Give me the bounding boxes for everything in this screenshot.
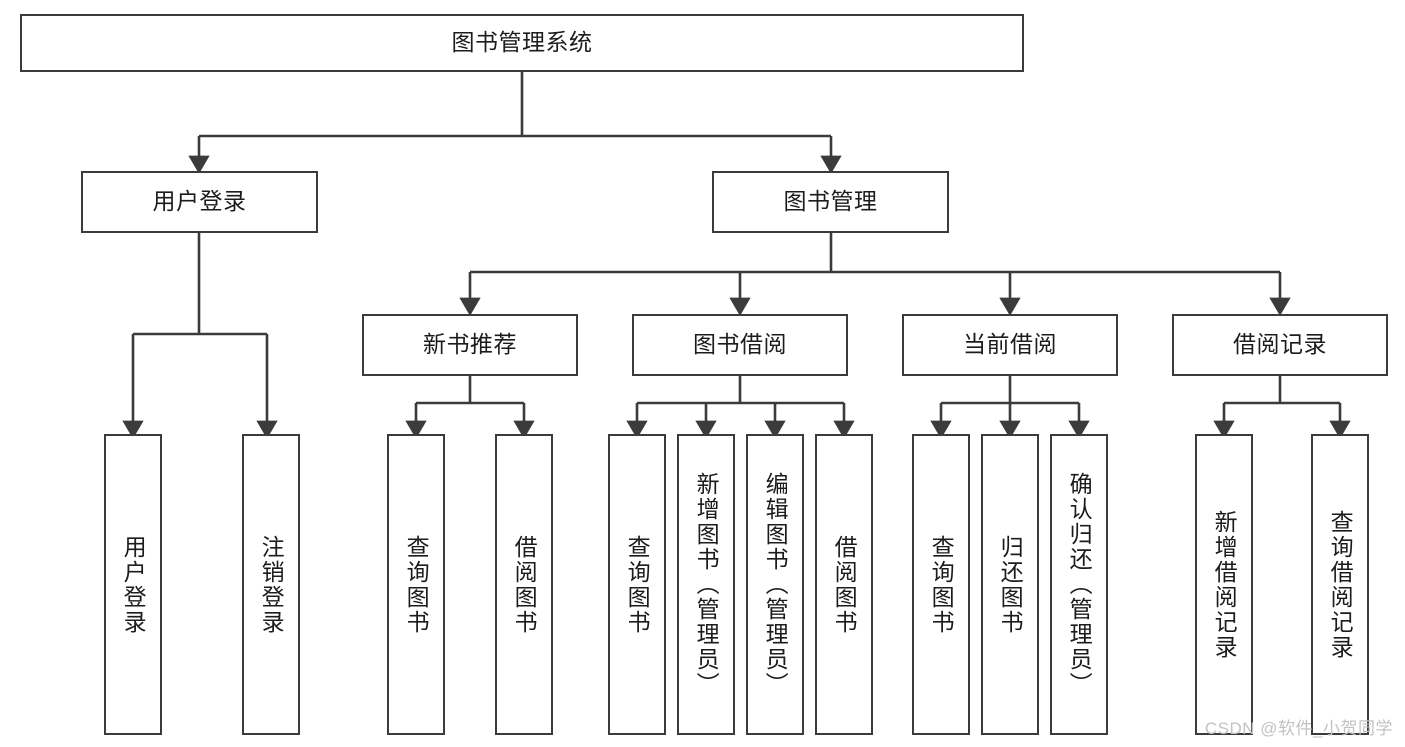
node-new-book-recommend-label: 新书推荐 xyxy=(423,331,517,358)
node-leaf-query-book-1-label: 查询图书 xyxy=(403,534,430,635)
node-user-login-label: 用户登录 xyxy=(152,188,247,215)
node-borrow-record[interactable]: 借阅记录 xyxy=(1172,314,1388,376)
node-leaf-user-login[interactable]: 用户登录 xyxy=(104,434,162,735)
node-book-manage[interactable]: 图书管理 xyxy=(712,171,949,233)
node-root[interactable]: 图书管理系统 xyxy=(20,14,1024,72)
node-leaf-return-book-label: 归还图书 xyxy=(997,534,1024,635)
node-leaf-edit-book[interactable]: 编辑图书（管理员） xyxy=(746,434,804,735)
node-leaf-confirm-return-label: 确认归还（管理员） xyxy=(1066,472,1093,697)
node-leaf-confirm-return[interactable]: 确认归还（管理员） xyxy=(1050,434,1108,735)
node-root-label: 图书管理系统 xyxy=(451,29,593,56)
node-leaf-query-book-2-label: 查询图书 xyxy=(624,534,651,635)
node-user-login[interactable]: 用户登录 xyxy=(81,171,318,233)
node-leaf-borrow-book-2-label: 借阅图书 xyxy=(831,534,858,635)
node-leaf-borrow-book-1[interactable]: 借阅图书 xyxy=(495,434,553,735)
node-borrow-record-label: 借阅记录 xyxy=(1233,331,1327,358)
node-leaf-add-borrow-record-label: 新增借阅记录 xyxy=(1211,509,1238,660)
node-leaf-add-book[interactable]: 新增图书（管理员） xyxy=(677,434,735,735)
node-leaf-user-login-label: 用户登录 xyxy=(120,534,147,635)
node-leaf-query-book-1[interactable]: 查询图书 xyxy=(387,434,445,735)
node-leaf-logout-login-label: 注销登录 xyxy=(258,534,285,635)
node-leaf-borrow-book-2[interactable]: 借阅图书 xyxy=(815,434,873,735)
csdn-watermark: CSDN @软件_小贺同学 xyxy=(1204,719,1393,738)
node-leaf-query-book-3-label: 查询图书 xyxy=(928,534,955,635)
node-book-manage-label: 图书管理 xyxy=(783,188,878,215)
node-leaf-add-book-label: 新增图书（管理员） xyxy=(693,472,720,697)
node-leaf-return-book[interactable]: 归还图书 xyxy=(981,434,1039,735)
node-leaf-edit-book-label: 编辑图书（管理员） xyxy=(762,472,789,697)
node-leaf-add-borrow-record[interactable]: 新增借阅记录 xyxy=(1195,434,1253,735)
node-leaf-query-borrow-record-label: 查询借阅记录 xyxy=(1327,509,1354,660)
node-leaf-logout-login[interactable]: 注销登录 xyxy=(242,434,300,735)
node-new-book-recommend[interactable]: 新书推荐 xyxy=(362,314,578,376)
node-leaf-borrow-book-1-label: 借阅图书 xyxy=(511,534,538,635)
node-current-borrow[interactable]: 当前借阅 xyxy=(902,314,1118,376)
node-book-borrow-label: 图书借阅 xyxy=(693,331,787,358)
node-leaf-query-book-2[interactable]: 查询图书 xyxy=(608,434,666,735)
node-current-borrow-label: 当前借阅 xyxy=(963,331,1057,358)
node-leaf-query-book-3[interactable]: 查询图书 xyxy=(912,434,970,735)
node-leaf-query-borrow-record[interactable]: 查询借阅记录 xyxy=(1311,434,1369,735)
node-book-borrow[interactable]: 图书借阅 xyxy=(632,314,848,376)
